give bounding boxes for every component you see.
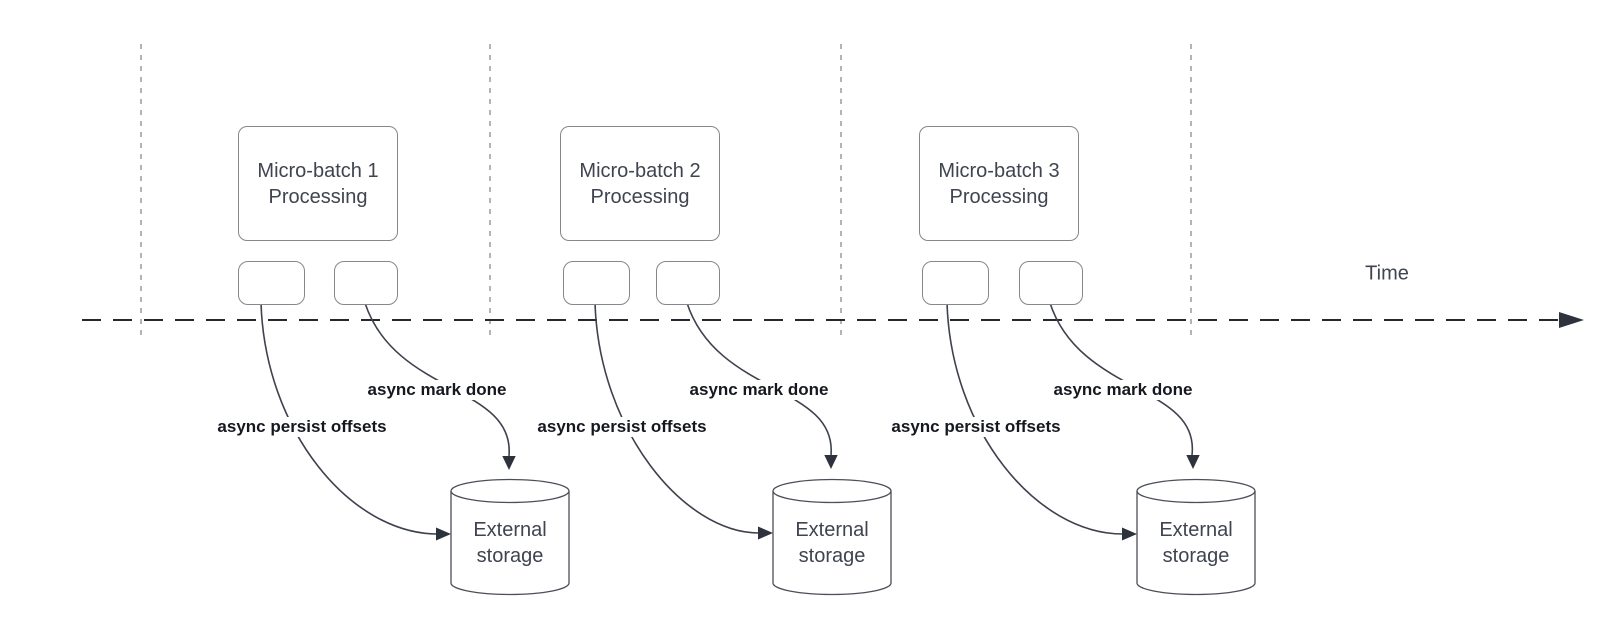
microbatch-3-processing-box: Micro-batch 3 Processing (919, 126, 1079, 241)
mark-done-source-box-2 (656, 261, 720, 305)
mark-done-arrow-2 (686, 302, 832, 456)
external-storage-label-3: External storage (1159, 519, 1233, 567)
external-storage-cylinder-1 (450, 478, 570, 596)
microbatch-3-subtitle: Processing (949, 185, 1049, 208)
microbatch-1-subtitle: Processing (268, 185, 368, 208)
persist-offsets-label-3: async persist offsets (889, 417, 1063, 437)
mark-done-label-2: async mark done (687, 380, 831, 400)
persist-offsets-arrow-2 (594, 302, 760, 534)
external-storage-cylinder-3 (1136, 478, 1256, 596)
external-storage-label-2: External storage (795, 519, 869, 567)
mark-done-label-3: async mark done (1051, 380, 1195, 400)
persist-offsets-source-box-2 (563, 261, 630, 305)
microbatch-1-processing-box: Micro-batch 1 Processing (238, 126, 398, 241)
persist-offsets-arrowhead-2 (758, 526, 773, 540)
persist-offsets-source-box-1 (238, 261, 305, 305)
mark-done-arrowhead-3 (1186, 455, 1200, 469)
mark-done-arrow-3 (1049, 302, 1193, 456)
persist-offsets-label-1: async persist offsets (215, 417, 389, 437)
persist-offsets-source-box-3 (922, 261, 989, 305)
external-storage-cylinder-2 (772, 478, 892, 596)
mark-done-label-1: async mark done (365, 380, 509, 400)
persist-offsets-arrowhead-1 (436, 527, 451, 541)
persist-offsets-arrow-1 (260, 302, 439, 535)
time-axis-label: Time (1365, 262, 1409, 285)
mark-done-arrowhead-2 (824, 455, 838, 469)
microbatch-3-title: Micro-batch 3 (938, 159, 1060, 182)
microbatch-2-processing-box: Micro-batch 2 Processing (560, 126, 720, 241)
persist-offsets-arrowhead-3 (1122, 527, 1137, 541)
persist-offsets-arrow-3 (946, 302, 1124, 535)
microbatch-2-subtitle: Processing (590, 185, 690, 208)
microbatch-1-title: Micro-batch 1 (257, 159, 379, 182)
microbatch-2-title: Micro-batch 2 (579, 159, 701, 182)
external-storage-label-1: External storage (473, 519, 547, 567)
time-axis-arrowhead (1559, 312, 1584, 328)
persist-offsets-label-2: async persist offsets (535, 417, 709, 437)
mark-done-source-box-3 (1019, 261, 1083, 305)
mark-done-source-box-1 (334, 261, 398, 305)
mark-done-arrowhead-1 (502, 456, 516, 470)
